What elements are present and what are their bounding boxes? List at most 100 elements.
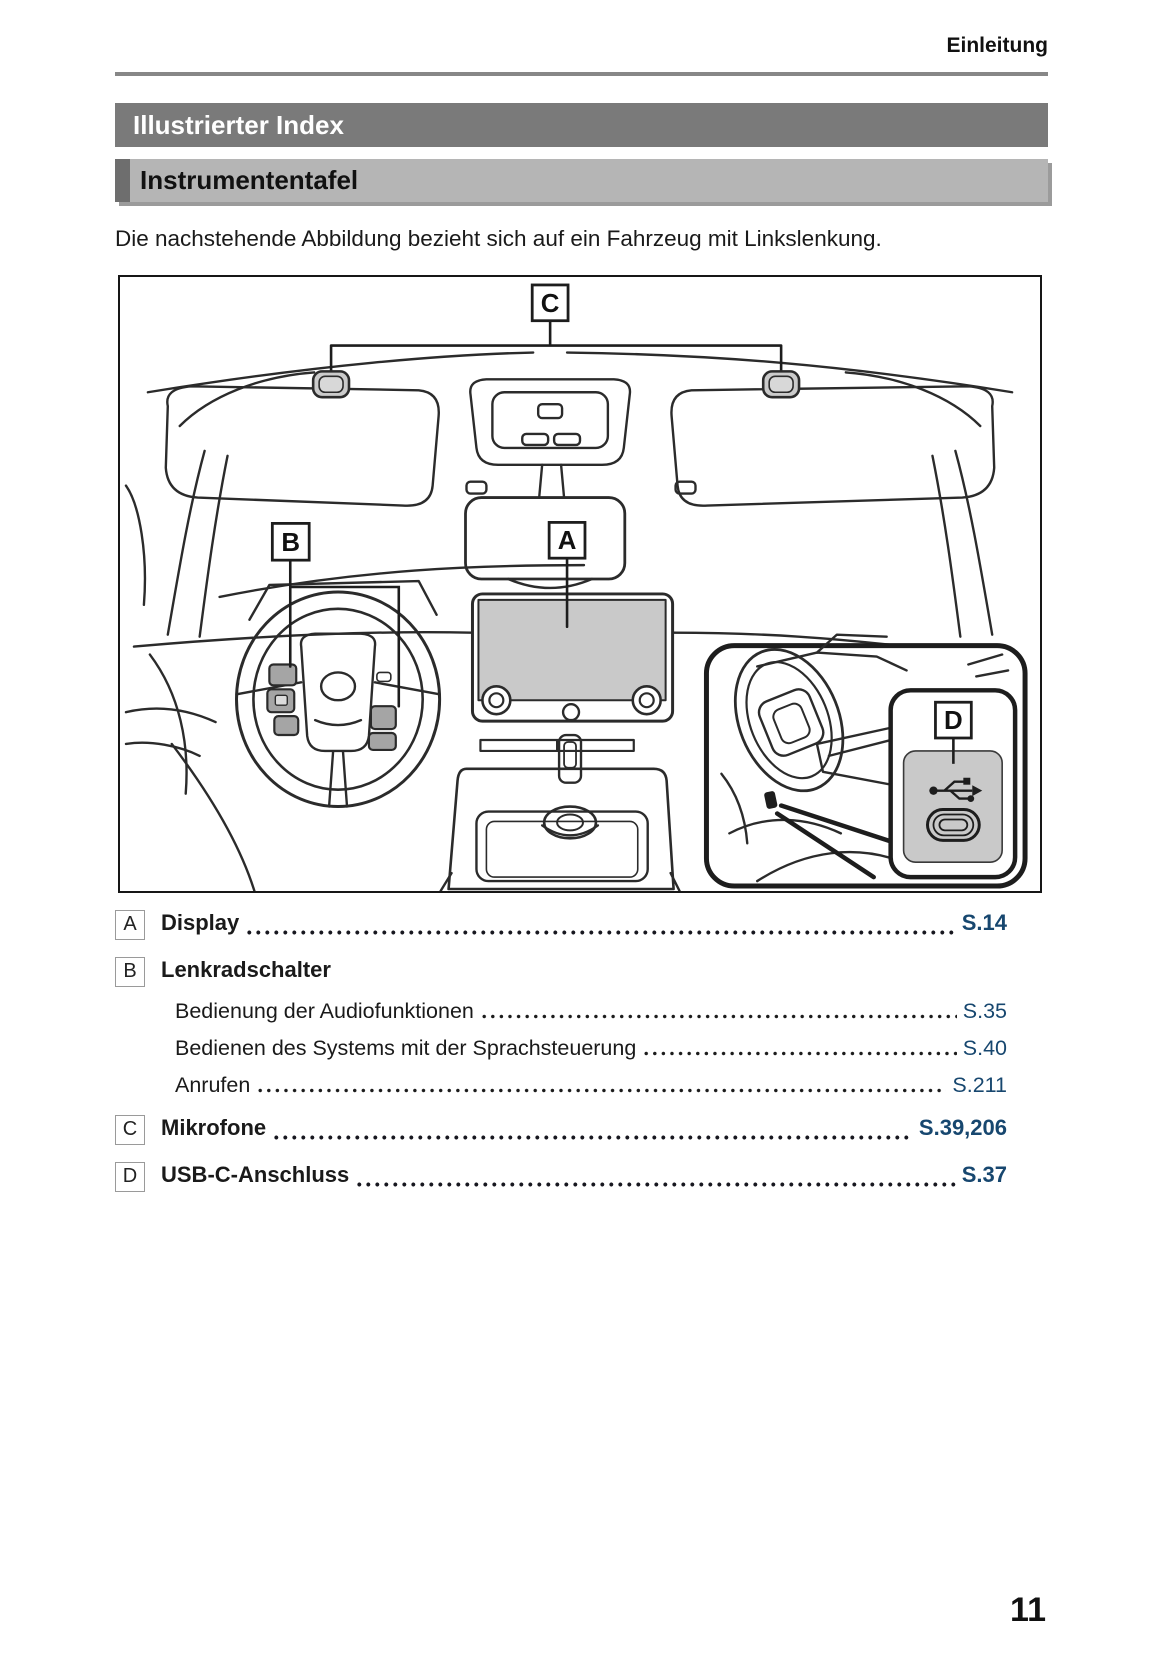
entry-label-mikrofone: Mikrofone [161, 1115, 267, 1140]
lenkradschalter-sub-entries: Bedienung der Audiofunktionen S.35 Bedie… [175, 999, 1007, 1098]
headliner-right [844, 371, 982, 428]
steering-wheel-rim-inner [252, 607, 424, 791]
inset-hub-pad [772, 702, 811, 745]
page-ref-display[interactable]: S.14 [961, 910, 1007, 935]
display-knob-right-inner [638, 692, 655, 709]
wheel-spokes [235, 681, 441, 808]
cluster-hood-line [218, 563, 586, 599]
section-banner: Instrumententafel [115, 159, 1048, 202]
callout-letter-a: A [558, 527, 577, 555]
entry-letter-box-b: B [115, 957, 145, 987]
callout-b-lines [288, 558, 401, 708]
sub-label-audio: Bedienung der Audiofunktionen [175, 999, 474, 1023]
intro-text: Die nachstehende Abbildung bezieht sich … [115, 226, 882, 251]
center-vents [479, 738, 635, 753]
door-armrest-left [124, 707, 217, 724]
usb-symbol-icon [929, 777, 983, 802]
steering-wheel [235, 590, 442, 809]
door-left-lower [124, 741, 201, 758]
dot-leader [274, 1135, 913, 1140]
entry-label-usb: USB-C-Anschluss [161, 1162, 350, 1187]
right-switch-pad-1 [369, 705, 397, 731]
shifter-base [540, 824, 600, 837]
right-switch-pad-2 [367, 731, 397, 752]
console-side-lines [439, 871, 681, 891]
console-tray-inner [485, 820, 639, 878]
page-content: Einleitung Illustrierter Index Instrumen… [115, 0, 1048, 1192]
microphone-right-grille [768, 375, 794, 394]
seat-line-left [170, 742, 256, 891]
callout-letter-b: B [281, 529, 300, 557]
seat-bolster [148, 653, 188, 795]
index-entry-lenkradschalter: B Lenkradschalter [115, 957, 1007, 987]
shifter-knob-inner [556, 813, 584, 832]
dot-leader [481, 1014, 957, 1019]
index-entry-mikrofone: C Mikrofone S.39,206 [115, 1115, 1007, 1145]
inset-pointer-lines [774, 803, 893, 880]
microphone-left-grille [318, 375, 344, 394]
right-stalk-detail [376, 671, 392, 683]
hub-lower-line [313, 718, 363, 727]
entry-letter-box-c: C [115, 1115, 145, 1145]
sub-entry-sprachsteuerung: Bedienen des Systems mit der Sprachsteue… [175, 1036, 1007, 1061]
display-knob-right [631, 685, 662, 716]
usb-port-location-marker [764, 791, 778, 809]
mirror-base [507, 577, 594, 590]
maplight-right [552, 432, 582, 447]
headliner-left [178, 371, 316, 428]
overhead-console-inner [491, 391, 610, 450]
entry-letter-box-a: A [115, 910, 145, 940]
usb-c-port-icon [925, 808, 981, 842]
entry-label-lenkradschalter: Lenkradschalter [161, 957, 331, 982]
maplight-left [521, 432, 550, 447]
center-console [447, 767, 675, 891]
usb-panel [902, 750, 1003, 863]
overhead-console [469, 378, 632, 466]
dashboard-illustration: C B A D [124, 283, 1028, 891]
dot-leader [357, 1182, 956, 1187]
entry-letter-box-d: D [115, 1162, 145, 1192]
callout-c-bracket [329, 319, 783, 373]
mirror-stem [537, 463, 566, 499]
shifter-slot [557, 733, 583, 784]
console-sensor [536, 402, 564, 420]
display-knob-left [481, 685, 512, 716]
visor-hook-left [465, 480, 488, 495]
left-switch-pad-3 [273, 715, 300, 737]
a-pillar-right-outer [954, 449, 994, 636]
callout-letter-c: C [541, 290, 560, 318]
page-number: 11 [1010, 1591, 1046, 1629]
left-switch-pad-1 [268, 663, 298, 687]
instrument-cluster [248, 579, 438, 621]
dot-leader [644, 1051, 957, 1056]
shifter-slot-inner [563, 741, 577, 769]
dot-leader [247, 930, 956, 935]
inset-seat-line-2 [756, 850, 902, 883]
inset-floor-line [720, 772, 749, 845]
switch-key-detail [274, 694, 288, 706]
display-home-button [561, 703, 581, 722]
sub-entry-anrufen: Anrufen S.211 [175, 1073, 1007, 1098]
inset-dash-upper [815, 633, 888, 654]
page-ref-anrufen[interactable]: S.211 [952, 1073, 1007, 1097]
chapter-header: Einleitung [946, 34, 1049, 57]
roofline-right [565, 351, 1014, 394]
sub-label-anrufen: Anrufen [175, 1073, 251, 1097]
inset-dash-line [756, 651, 908, 672]
a-pillar-left-inner [198, 454, 229, 638]
sub-entry-audio: Bedienung der Audiofunktionen S.35 [175, 999, 1007, 1024]
wheel-emblem [319, 671, 357, 702]
index-entry-usb: D USB-C-Anschluss S.37 [115, 1162, 1007, 1192]
callout-box-b [270, 522, 311, 562]
rearview-mirror [464, 496, 627, 581]
page-ref-usb[interactable]: S.37 [961, 1162, 1007, 1187]
page-ref-mikrofone[interactable]: S.39,206 [918, 1115, 1007, 1140]
page-ref-audio[interactable]: S.35 [962, 999, 1007, 1023]
console-tray [475, 810, 649, 883]
inset-wheel-hub [757, 688, 825, 757]
entry-label-display: Display [161, 910, 240, 935]
inset-bg-lines [967, 653, 1010, 678]
dot-leader [258, 1088, 947, 1093]
page-ref-sprachsteuerung[interactable]: S.40 [962, 1036, 1007, 1060]
